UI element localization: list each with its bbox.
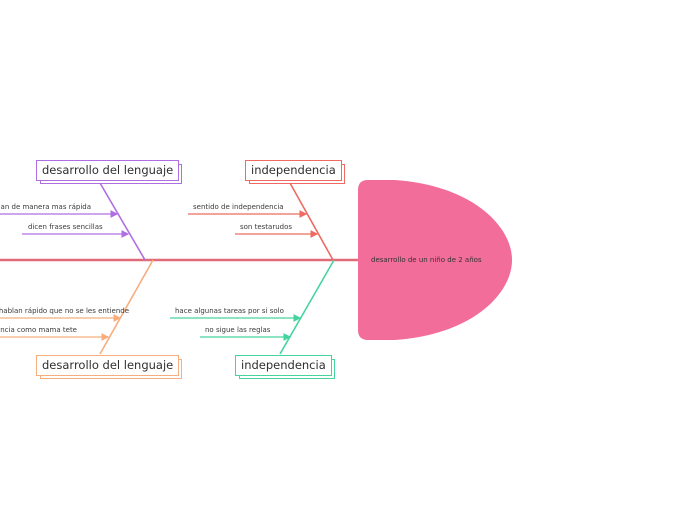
rib-label-bottom-right-1[interactable]: hace algunas tareas por si solo <box>175 307 284 315</box>
branch-title-top-right[interactable]: independencia <box>245 160 345 184</box>
rib-label-top-right-1[interactable]: sentido de independencia <box>193 203 284 211</box>
rib-label-bottom-right-2[interactable]: no sigue las reglas <box>205 326 271 334</box>
rib-label-bottom-left-2[interactable]: pronuncia como mama tete <box>0 326 77 334</box>
bone-top-left <box>99 182 146 261</box>
fish-head[interactable] <box>358 180 512 340</box>
rib-label-top-right-2[interactable]: son testarudos <box>240 223 293 231</box>
branch-title-top-left[interactable]: desarrollo del lenguaje <box>36 160 183 184</box>
branch-title-bottom-left[interactable]: desarrollo del lenguaje <box>36 355 183 379</box>
branch-title-bottom-right[interactable]: independencia <box>235 355 335 379</box>
rib-label-top-left-2[interactable]: dicen frases sencillas <box>28 223 103 231</box>
rib-label-top-left-1[interactable]: hablan de manera mas rápida <box>0 203 91 211</box>
head-title: desarrollo de un niño de 2 años <box>371 256 482 264</box>
bone-top-right <box>289 182 334 261</box>
bone-bottom-right <box>279 259 335 355</box>
rib-label-bottom-left-1[interactable]: hablan rápido que no se les entiende <box>0 307 129 315</box>
